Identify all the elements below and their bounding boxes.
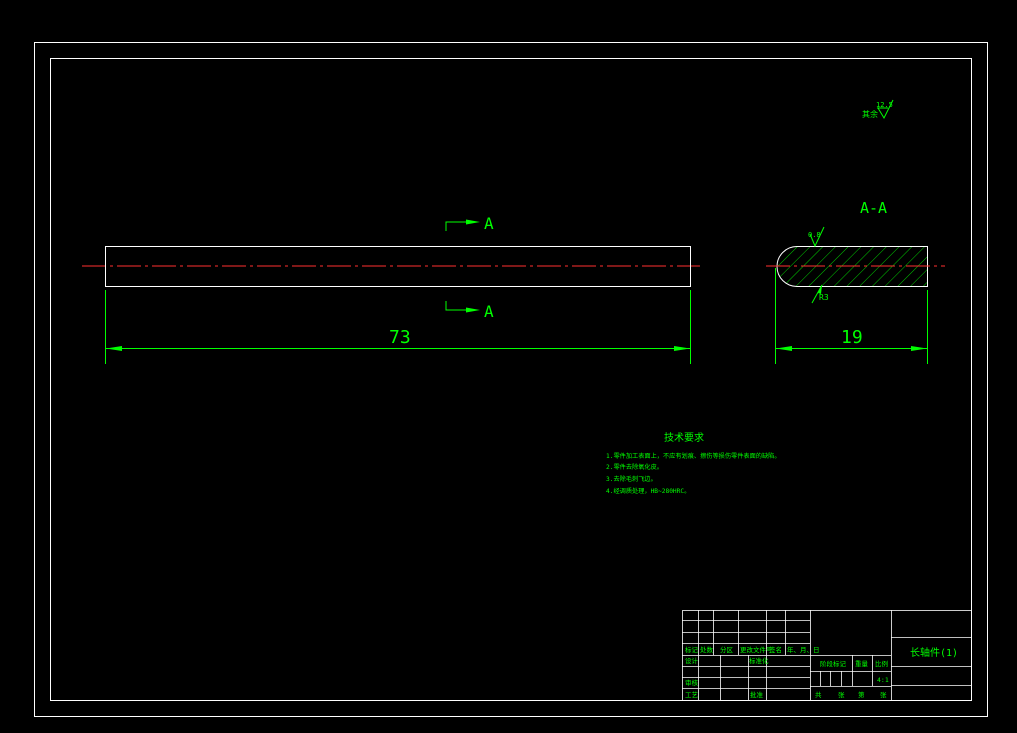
- tb-sheet-unit2: 张: [880, 690, 887, 699]
- shaft-outline: [105, 246, 691, 287]
- title-block: [682, 610, 972, 701]
- tb-scale-label: 比例: [875, 659, 888, 668]
- tb-approve: 批准: [750, 690, 764, 699]
- roughness-prefix: 其余: [862, 109, 878, 119]
- tb-change-doc: 更改文件号: [740, 645, 773, 654]
- tech-item-3: 3.去除毛刺飞边。: [606, 475, 657, 483]
- main-view: A A 73: [82, 214, 700, 364]
- width-dim-text: 19: [841, 327, 863, 348]
- tb-design: 设计: [685, 656, 699, 665]
- section-title: A-A: [860, 199, 887, 217]
- tb-standardize: 标准化: [749, 656, 769, 665]
- tb-stage-mark: 阶段标记: [820, 659, 847, 668]
- tb-zone: 分区: [720, 645, 734, 654]
- roughness-top-value: 0.8: [808, 231, 821, 239]
- roughness-note: 其余 12.5: [862, 99, 894, 120]
- inner-border: [50, 58, 972, 701]
- tb-sheet-no: 第: [858, 690, 865, 699]
- section-arrow-bottom: A: [445, 301, 494, 321]
- section-arrow-top: A: [445, 214, 494, 233]
- length-dimension: 73: [105, 290, 691, 364]
- tb-count: 处数: [700, 645, 714, 654]
- tech-item-1: 1.零件加工表面上，不应有划痕、擦伤等损伤零件表面的缺陷。: [606, 452, 781, 460]
- tech-requirements: 技术要求 1.零件加工表面上，不应有划痕、擦伤等损伤零件表面的缺陷。 2.零件去…: [606, 431, 781, 495]
- width-dimension: 19: [775, 268, 928, 364]
- tb-sign: 签名: [769, 645, 782, 654]
- roughness-symbol-top: 0.8: [808, 226, 825, 248]
- tb-sheet-unit: 张: [838, 690, 845, 699]
- radius-leader: R3: [811, 284, 829, 304]
- section-label-top: A: [484, 214, 494, 233]
- tb-sheets-total: 共: [815, 690, 822, 699]
- section-label-bottom: A: [484, 302, 494, 321]
- tech-item-2: 2.零件去除氧化皮。: [606, 463, 663, 471]
- length-dim-text: 73: [389, 327, 411, 348]
- tb-weight: 重量: [855, 660, 869, 668]
- tb-scale-value: 4:1: [877, 676, 889, 684]
- tech-item-4: 4.经调质处理，HB~280HRC。: [606, 487, 690, 495]
- tb-part-name: 长轴件(1): [910, 646, 958, 659]
- tech-title: 技术要求: [664, 431, 704, 444]
- outer-border: [34, 42, 988, 717]
- tb-process: 工艺: [685, 691, 699, 699]
- title-block-text: 标记 处数 分区 更改文件号 签名 年、月、日 设计 标准化 审核 工艺 批准 …: [685, 645, 958, 699]
- roughness-note-value: 12.5: [876, 101, 893, 109]
- tb-mark: 标记: [685, 645, 699, 654]
- tb-review: 审核: [685, 678, 699, 687]
- tb-date: 年、月、日: [787, 645, 820, 654]
- section-view: A-A 0.8 R3 19: [766, 199, 945, 364]
- radius-label: R3: [819, 293, 829, 302]
